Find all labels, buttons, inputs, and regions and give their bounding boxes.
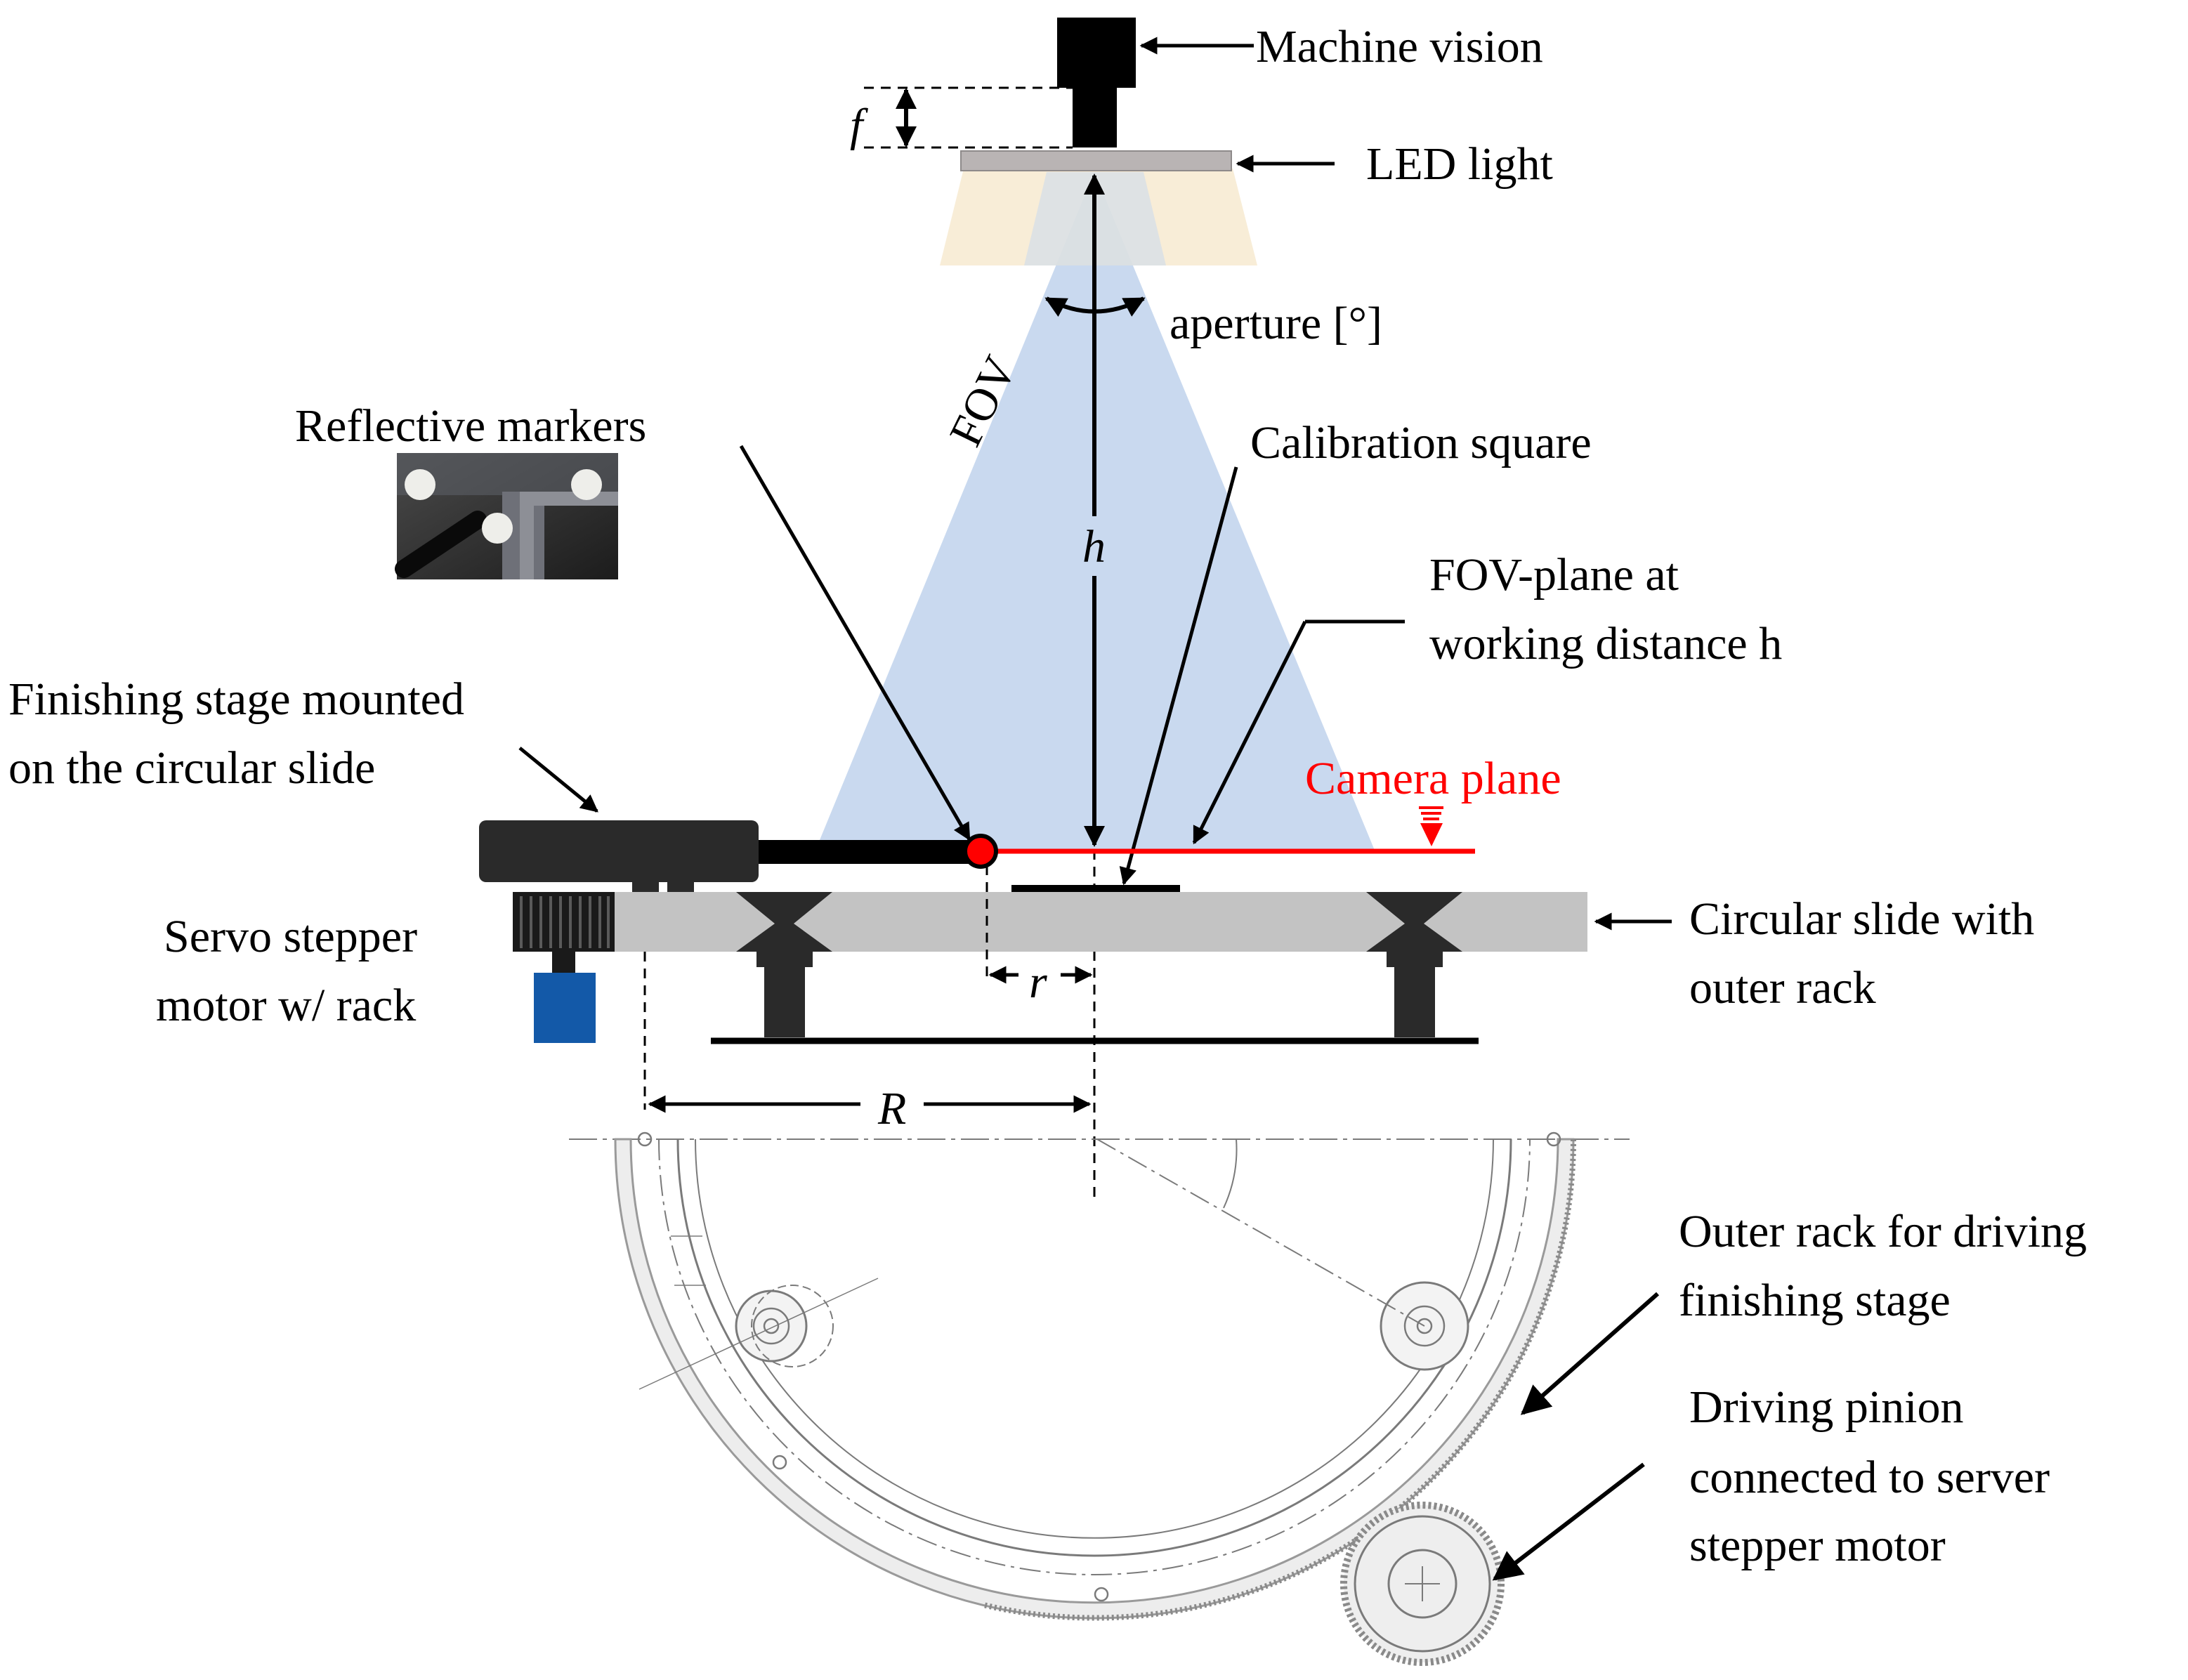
- machine-vision-label: Machine vision: [1256, 21, 1543, 72]
- camera-plane-marker: [1419, 806, 1443, 846]
- f-label: f: [850, 100, 868, 151]
- reflective-markers-label: Reflective markers: [295, 400, 646, 452]
- fov-plane-label-line2: working distance h: [1429, 618, 1782, 669]
- reflective-markers-photo: [395, 453, 618, 579]
- support-right: [1366, 892, 1462, 1037]
- outer-rack-label-line2: finishing stage: [1679, 1275, 1951, 1326]
- servo-motor-body: [534, 973, 596, 1043]
- fov-plane-pointer-arrow: [1192, 620, 1307, 845]
- finishing-stage-label-line1: Finishing stage mounted: [8, 674, 464, 725]
- outer-rack-pointer: [1520, 1292, 1659, 1415]
- h-label-bg: [1073, 516, 1115, 576]
- driving-pinion-pointer: [1492, 1462, 1645, 1581]
- fov-plane-label-line1: FOV-plane at: [1429, 549, 1679, 601]
- circular-slide-drawing: [569, 1131, 1630, 1621]
- calibration-square-label: Calibration square: [1250, 417, 1592, 468]
- driving-pinion-label-line1: Driving pinion: [1689, 1382, 1964, 1433]
- r-label: r: [1029, 957, 1047, 1008]
- outer-rack-label-line1: Outer rack for driving: [1679, 1206, 2087, 1257]
- servo-motor-shaft: [552, 952, 575, 973]
- led-light-label: LED light: [1366, 138, 1553, 190]
- calibration-square-pointer: [1119, 466, 1238, 886]
- finishing-stage-label-line2: on the circular slide: [8, 742, 375, 794]
- R-label: R: [877, 1083, 906, 1134]
- circular-slide-label-line1: Circular slide with: [1689, 893, 2034, 945]
- driving-pinion-label-line3: stepper motor: [1689, 1520, 1946, 1571]
- machine-vision-camera: [1057, 18, 1136, 88]
- aperture-label: aperture [°]: [1170, 298, 1382, 349]
- reflective-marker-dot: [963, 834, 998, 869]
- driving-pinion-label-line2: connected to server: [1689, 1452, 2050, 1503]
- led-light-bar: [960, 150, 1232, 171]
- camera-plane-label: Camera plane: [1305, 753, 1561, 804]
- finishing-stage-arm: [759, 840, 969, 864]
- support-left: [736, 892, 832, 1037]
- finishing-stage-pointer: [518, 747, 598, 813]
- servo-motor-label-line1: Servo stepper: [164, 911, 417, 962]
- aperture-arc: [1044, 296, 1146, 317]
- camera-lens: [1073, 88, 1117, 147]
- finishing-stage-body: [479, 820, 759, 882]
- h-label: h: [1082, 521, 1106, 572]
- servo-motor-label-line2: motor w/ rack: [156, 980, 416, 1031]
- finishing-stage-foot-right: [667, 877, 694, 894]
- finishing-stage-foot-left: [632, 877, 659, 894]
- reflective-markers-pointer: [739, 445, 971, 841]
- circular-slide-label-line2: outer rack: [1689, 962, 1876, 1013]
- driving-pinion-gear: [1340, 1502, 1505, 1666]
- slide-rack: [513, 892, 615, 952]
